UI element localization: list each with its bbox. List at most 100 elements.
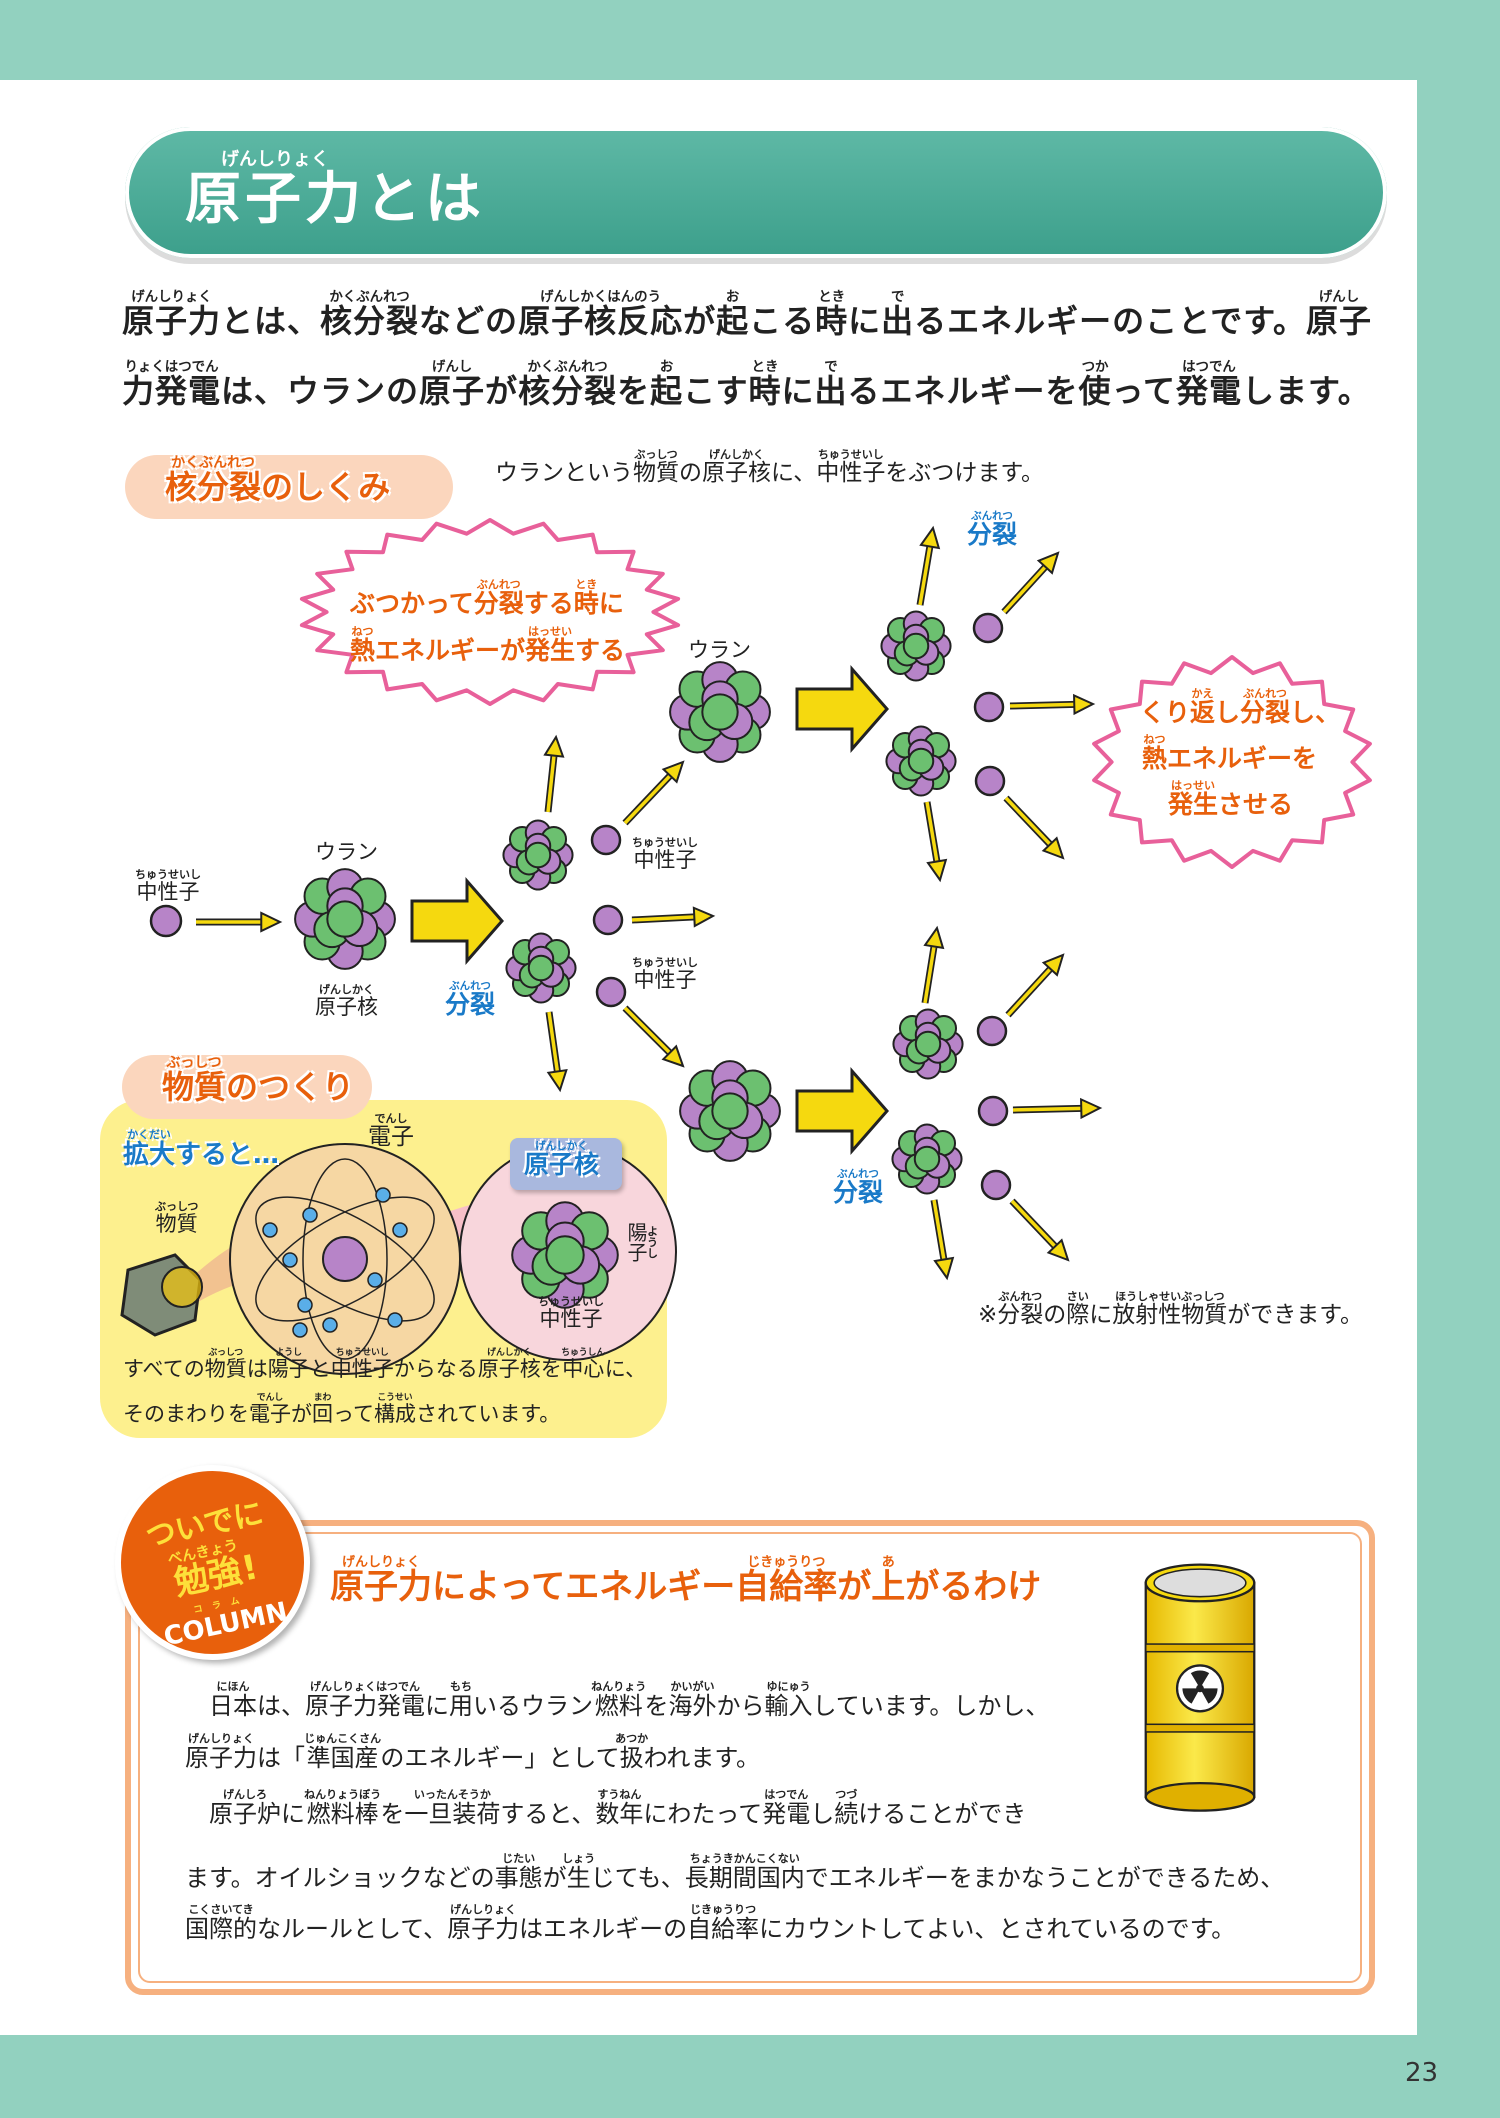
text-run: エネルギーを <box>1167 744 1318 773</box>
arrow-shaft <box>1002 561 1051 614</box>
neutron-icon <box>974 765 1006 797</box>
zoom-label: 拡大かくだいすると… <box>123 1128 279 1171</box>
ruby-word: 分裂ぶんれつ <box>445 980 496 1019</box>
ruby-word: 際さい <box>1066 1290 1090 1328</box>
electron <box>375 1187 391 1203</box>
ruby-word: 原子核げんしかく <box>477 1348 541 1381</box>
text-run: から <box>716 1692 765 1720</box>
text-run: けることができ <box>858 1800 1027 1828</box>
neutron-label: 中性子ちゅうせいし <box>135 868 201 906</box>
text-run: し、 <box>1290 698 1341 727</box>
text-run: は <box>246 1357 268 1381</box>
text-run: する <box>523 589 574 618</box>
arrow-shaft <box>1004 796 1056 850</box>
text-run: ます。オイルショックなどの <box>185 1864 495 1892</box>
electron <box>322 1317 338 1333</box>
ruby-word: 原子核げんしかく <box>702 448 771 486</box>
ruby-word: 中性子ちゅうせいし <box>135 868 201 904</box>
text-run: が <box>542 1864 567 1892</box>
top-band <box>0 0 1500 80</box>
arrow-head <box>1073 693 1096 716</box>
neutron-ball <box>902 632 930 660</box>
text-run: の <box>1043 1302 1067 1328</box>
magnify-spot <box>161 1266 203 1308</box>
text-run: に、 <box>771 460 817 486</box>
ruby-word: 原子力げんしりょく <box>447 1903 520 1943</box>
arrow-head <box>1041 836 1065 860</box>
text-run: にわたって <box>643 1800 763 1828</box>
electron <box>392 1222 408 1238</box>
ruby-word: 輸入ゆにゅう <box>764 1680 813 1720</box>
ruby-word: 発生はっせい <box>1168 779 1219 819</box>
neutron-icon <box>592 904 624 936</box>
nucleus-label: 原子核げんしかく <box>315 983 378 1021</box>
column-paragraph: 原子力げんしりょくは「準国産じゅんこくさんのエネルギー」として扱あつかわれます。 <box>185 1732 760 1773</box>
text-run: でエネルギーをまかなうことができるため、 <box>804 1864 1285 1892</box>
neutron-ball <box>545 1235 585 1275</box>
ruby-word: 原子げんし <box>419 360 486 410</box>
ruby-word: 出で <box>814 360 848 410</box>
bottom-band <box>0 2035 1500 2118</box>
text-run: をぶつけます。 <box>885 460 1045 486</box>
text-run: する <box>575 636 626 665</box>
ruby-word: 核分裂かくぶんれつ <box>165 455 262 506</box>
ruby-word: 上あ <box>871 1555 906 1607</box>
neutron-icon <box>980 1169 1012 1201</box>
ruby-word: 数年すうねん <box>595 1788 644 1828</box>
ruby-word: 物質ぶっしつ <box>633 448 679 486</box>
ruby-word: 燃料棒ねんりょうぼう <box>304 1788 382 1828</box>
text-run: に <box>781 372 815 410</box>
text-run: は、 <box>257 1692 305 1720</box>
neutron-ball <box>913 1145 941 1173</box>
text-run: からなる <box>393 1357 478 1381</box>
text-run: のエネルギー」として <box>380 1744 620 1772</box>
ruby-word: 物質ぶっしつ <box>162 1055 227 1106</box>
text-run: のしくみ <box>261 468 391 506</box>
ruby-word: 起お <box>716 290 750 340</box>
ruby-word: 続つづ <box>834 1788 859 1828</box>
text-run: とは <box>365 167 485 232</box>
arrow-shaft <box>631 914 701 922</box>
intro-line-2: 力発電りょくはつでんは、ウランの原子げんしが核分裂かくぶんれつを起おこす時ときに… <box>122 360 1371 412</box>
text-run: ※ <box>978 1302 998 1328</box>
speech-burst <box>299 518 681 706</box>
text-run: が <box>683 302 717 340</box>
text-run: し <box>1215 698 1241 727</box>
arrow-head <box>543 734 565 758</box>
ruby-word: 原子力げんしりょく <box>122 290 222 340</box>
arrow-shaft <box>1006 963 1056 1017</box>
arrow-shaft <box>623 770 676 825</box>
ruby-word: 出で <box>881 290 915 340</box>
arrow-head <box>923 925 945 950</box>
arrow-shaft <box>1010 1199 1061 1252</box>
electron-orbit <box>302 1158 388 1360</box>
arrow-shaft <box>925 801 940 868</box>
text-run: などの <box>419 302 519 340</box>
radioactive-barrel-icon <box>1144 1563 1256 1812</box>
substance-label: 物質ぶっしつ <box>155 1200 198 1238</box>
ruby-word: 分裂ぶんれつ <box>833 1168 884 1207</box>
text-run: すべての <box>123 1357 205 1381</box>
arrow-shaft <box>547 1011 560 1078</box>
electron <box>297 1297 313 1313</box>
text-run <box>185 1692 209 1720</box>
neutron-ball <box>524 841 552 869</box>
nucleus-tag-label: 原子核げんしかく <box>524 1140 599 1181</box>
neutron-label: 中性子ちゅうせいし <box>632 956 698 994</box>
text-run: いるウラン <box>473 1692 593 1720</box>
arrow-head <box>260 911 283 933</box>
text-run: われます。 <box>643 1744 761 1772</box>
ruby-word: 電子でんし <box>368 1112 414 1150</box>
ruby-word: 熱ねつ <box>1142 733 1168 773</box>
structure-text-2: そのまわりを電子でんしが回まわって構成こうせいされています。 <box>123 1393 560 1428</box>
text-run: すると… <box>175 1140 280 1170</box>
text-run: るエネルギーを <box>847 372 1079 410</box>
arrow-head <box>933 1256 955 1281</box>
electron-label: 電子でんし <box>368 1112 414 1151</box>
neutron-icon <box>976 1015 1008 1047</box>
neutron-ball <box>326 900 364 938</box>
arrow-head <box>1046 1238 1070 1262</box>
ruby-word: 物質ぶっしつ <box>204 1348 247 1381</box>
nucleus-tag: 原子核げんしかく <box>510 1138 622 1190</box>
